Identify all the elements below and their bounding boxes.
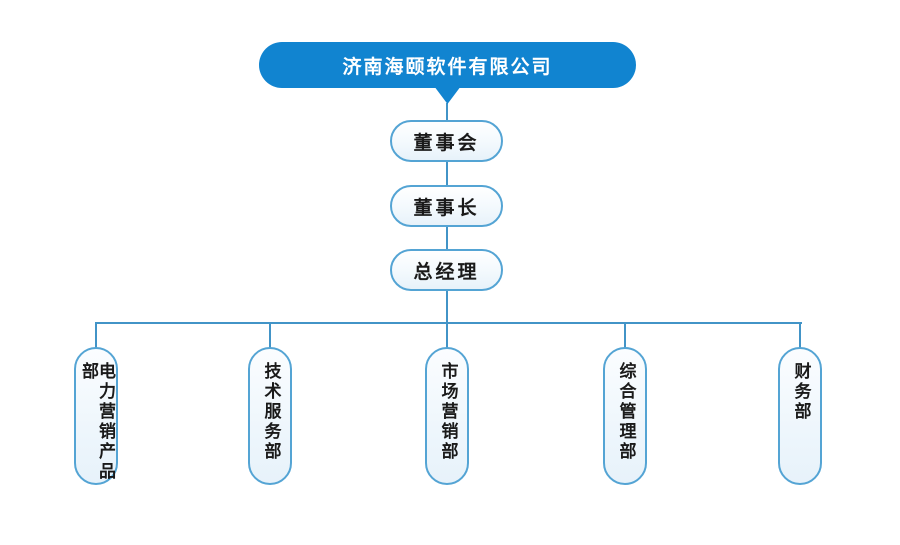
root-node-company: 济南海颐软件有限公司 xyxy=(259,42,636,88)
connector-drop-dept-4 xyxy=(624,322,626,349)
dept-label: 财务部 xyxy=(790,362,811,422)
node-board-of-directors: 董事会 xyxy=(390,120,503,162)
node-label: 董事会 xyxy=(413,131,480,154)
connector-chairman-to-gm xyxy=(446,226,448,250)
node-label: 总经理 xyxy=(413,260,480,283)
connector-board-to-chairman xyxy=(446,161,448,186)
node-dept-marketing: 市场营销部 xyxy=(425,347,469,485)
node-label: 董事长 xyxy=(413,196,480,219)
root-node-label: 济南海颐软件有限公司 xyxy=(342,55,553,78)
node-general-manager: 总经理 xyxy=(390,249,503,291)
node-dept-power-marketing-products: 电力营销产品部 xyxy=(74,347,118,485)
connector-bus-horizontal xyxy=(95,322,802,324)
connector-gm-to-bus xyxy=(446,290,448,323)
connector-drop-dept-2 xyxy=(269,322,271,349)
node-chairman: 董事长 xyxy=(390,185,503,227)
dept-label: 技术服务部 xyxy=(260,362,281,462)
connector-drop-dept-3 xyxy=(446,322,448,349)
connector-root-to-board xyxy=(446,103,448,122)
root-node-pointer xyxy=(434,86,461,104)
dept-label: 电力营销产品部 xyxy=(78,362,115,482)
connector-drop-dept-5 xyxy=(799,322,801,349)
connector-drop-dept-1 xyxy=(95,322,97,349)
node-dept-technical-services: 技术服务部 xyxy=(248,347,292,485)
node-dept-general-management: 综合管理部 xyxy=(603,347,647,485)
node-dept-finance: 财务部 xyxy=(778,347,822,485)
dept-label: 综合管理部 xyxy=(615,362,636,462)
dept-label: 市场营销部 xyxy=(437,362,458,462)
